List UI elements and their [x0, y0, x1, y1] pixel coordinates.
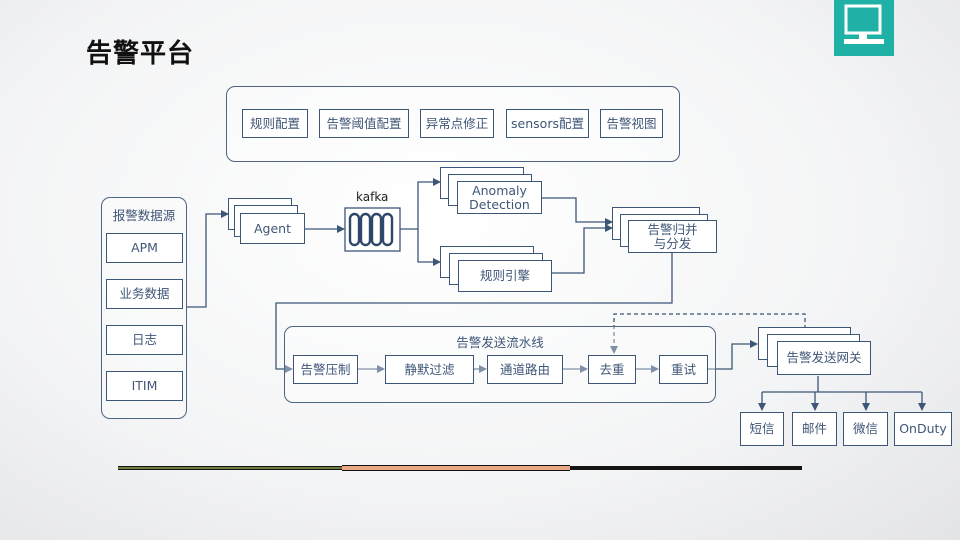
- source-business-data-box: 业务数据: [106, 279, 183, 309]
- pipeline-retry-box: 重试: [659, 355, 708, 384]
- send-gateway-box: 告警发送网关: [777, 341, 871, 375]
- sensors-config-box: sensors配置: [506, 109, 589, 138]
- channel-sms-box: 短信: [740, 412, 784, 446]
- pipeline-dedup-box: 去重: [588, 355, 636, 384]
- data-sources-title: 报警数据源: [112, 208, 176, 223]
- pipeline-channel-route-box: 通道路由: [487, 355, 563, 384]
- bottom-divider-orange-segment: [342, 465, 570, 471]
- channel-email-box: 邮件: [792, 412, 837, 446]
- anomaly-detection-box: Anomaly Detection: [457, 181, 542, 214]
- bottom-divider-green-segment: [118, 467, 344, 469]
- source-log-box: 日志: [106, 325, 183, 355]
- rule-config-box: 规则配置: [242, 109, 308, 138]
- pipeline-suppress-box: 告警压制: [293, 355, 358, 384]
- channel-wechat-box: 微信: [843, 412, 888, 446]
- computer-icon-tile: [834, 0, 894, 56]
- pipeline-silence-filter-box: 静默过滤: [385, 355, 474, 384]
- source-apm-box: APM: [106, 233, 183, 263]
- page-title: 告警平台: [86, 39, 195, 69]
- rule-engine-box: 规则引擎: [458, 260, 552, 292]
- alert-view-box: 告警视图: [600, 109, 663, 138]
- kafka-label: kafka: [356, 190, 389, 204]
- send-pipeline-title: 告警发送流水线: [456, 335, 544, 350]
- merge-dispatch-box: 告警归并 与分发: [628, 220, 717, 253]
- anomaly-fix-box: 异常点修正: [420, 109, 494, 138]
- channel-onduty-box: OnDuty: [894, 412, 952, 446]
- source-itim-box: ITIM: [106, 371, 183, 401]
- agent-box: Agent: [240, 213, 305, 244]
- threshold-config-box: 告警阈值配置: [319, 109, 409, 138]
- computer-icon: [844, 4, 884, 44]
